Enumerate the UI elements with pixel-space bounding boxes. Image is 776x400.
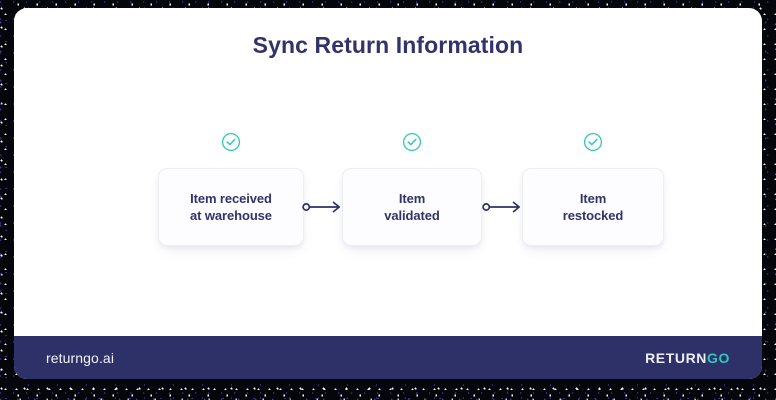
flow-step-card[interactable]: Item received at warehouse (158, 168, 304, 246)
flow-step-item-received: Item received at warehouse (158, 118, 304, 258)
flow-step-card[interactable]: Item restocked (522, 168, 664, 246)
page-title: Sync Return Information (252, 32, 524, 58)
flow-step-label: Item restocked (562, 190, 624, 223)
content-panel: Sync Return Information Item received at… (14, 8, 762, 379)
check-circle-icon (583, 132, 603, 152)
footer-bar: returngo.ai RETURNGO (14, 336, 762, 379)
check-circle-icon (221, 132, 241, 152)
arrow-right-icon (482, 199, 524, 215)
returngo-logo[interactable]: RETURNGO (645, 350, 730, 366)
logo-accent-text: GO (707, 349, 730, 366)
arrow-right-icon (302, 199, 344, 215)
check-circle-icon (402, 132, 422, 152)
flow-step-label: Item validated (384, 190, 440, 223)
flow-step-card[interactable]: Item validated (342, 168, 482, 246)
flow-step-item-validated: Item validated (342, 118, 482, 258)
flow-step-label: Item received at warehouse (190, 190, 272, 223)
logo-primary-text: RETURN (645, 349, 708, 366)
flow-diagram: Item received at warehouse Item validate… (14, 118, 762, 258)
footer-site-url[interactable]: returngo.ai (46, 349, 115, 366)
flow-step-item-restocked: Item restocked (522, 118, 664, 258)
